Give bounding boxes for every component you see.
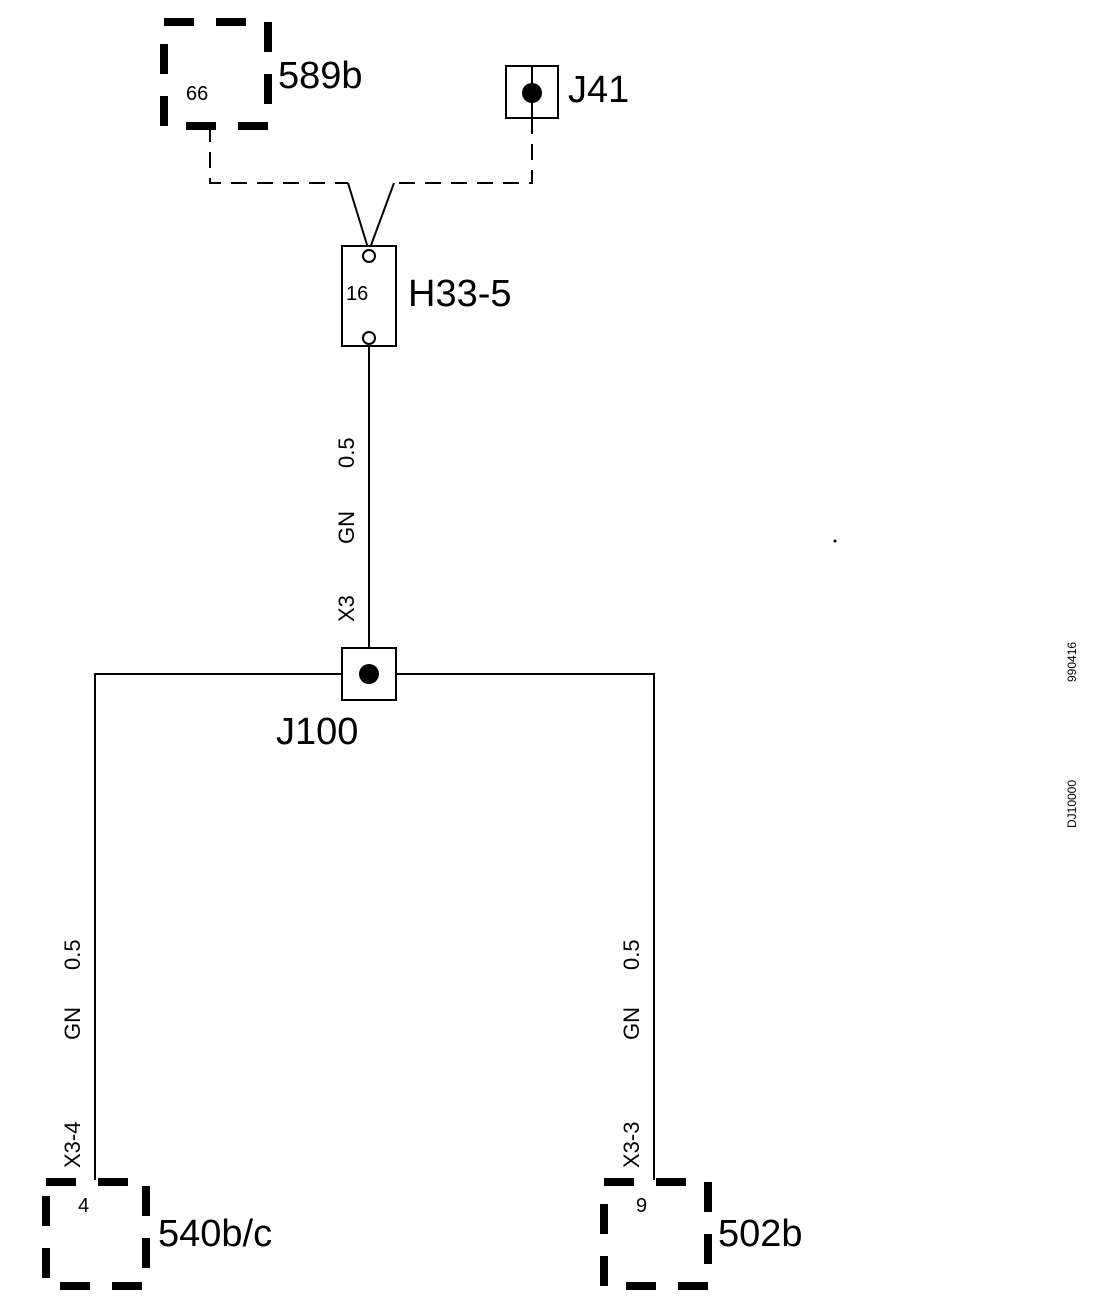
connector-h33-5-pin-bottom (362, 331, 376, 345)
component-540bc-pin: 4 (78, 1195, 89, 1217)
component-540bc-box (42, 1178, 150, 1290)
splice-j100-label: J100 (276, 711, 358, 753)
dashed-wire-589b (209, 126, 348, 184)
wire-left (94, 673, 342, 1180)
component-502b: 9 502b (600, 1178, 803, 1290)
date-code: 990416 (1065, 642, 1079, 682)
component-589b-box (160, 18, 272, 130)
connector-h33-5: 16 H33-5 (341, 245, 512, 347)
component-589b: 66 589b (160, 18, 363, 130)
component-540bc-label: 540b/c (158, 1213, 272, 1255)
component-589b-pin: 66 (186, 83, 208, 105)
wire-right-gauge: 0.5 (619, 939, 644, 970)
splice-j41: J41 (505, 65, 629, 119)
wire-top-color: GN (334, 511, 359, 544)
splice-j41-label: J41 (568, 69, 629, 111)
wire-top-terminal: X3 (334, 595, 359, 622)
component-589b-label: 589b (278, 55, 363, 97)
dashed-wire-j41 (394, 118, 533, 184)
diagram-id: DJ10000 (1065, 780, 1079, 828)
connector-h33-5-pin-top (362, 249, 376, 263)
connector-h33-5-label: H33-5 (408, 273, 512, 315)
component-502b-label: 502b (718, 1213, 803, 1255)
wire-left-color: GN (60, 1007, 85, 1040)
wire-merge-left (347, 182, 369, 249)
wire-right-terminal: X3-3 (619, 1122, 644, 1168)
component-502b-pin: 9 (636, 1195, 647, 1217)
component-502b-box (600, 1178, 712, 1290)
wire-left-terminal: X3-4 (60, 1122, 85, 1168)
splice-j41-dot (522, 83, 542, 103)
splice-j100: J100 (276, 647, 397, 753)
wire-left-gauge: 0.5 (60, 939, 85, 970)
wire-right-color: GN (619, 1007, 644, 1040)
wire-right (396, 673, 655, 1180)
component-540bc: 4 540b/c (42, 1178, 272, 1290)
wire-top-gauge: 0.5 (334, 437, 359, 468)
speck (833, 539, 837, 543)
dashed-wire-group (209, 118, 533, 249)
connector-h33-5-pin: 16 (346, 283, 368, 305)
splice-j100-dot (359, 664, 379, 684)
wire-merge-right (369, 182, 395, 249)
